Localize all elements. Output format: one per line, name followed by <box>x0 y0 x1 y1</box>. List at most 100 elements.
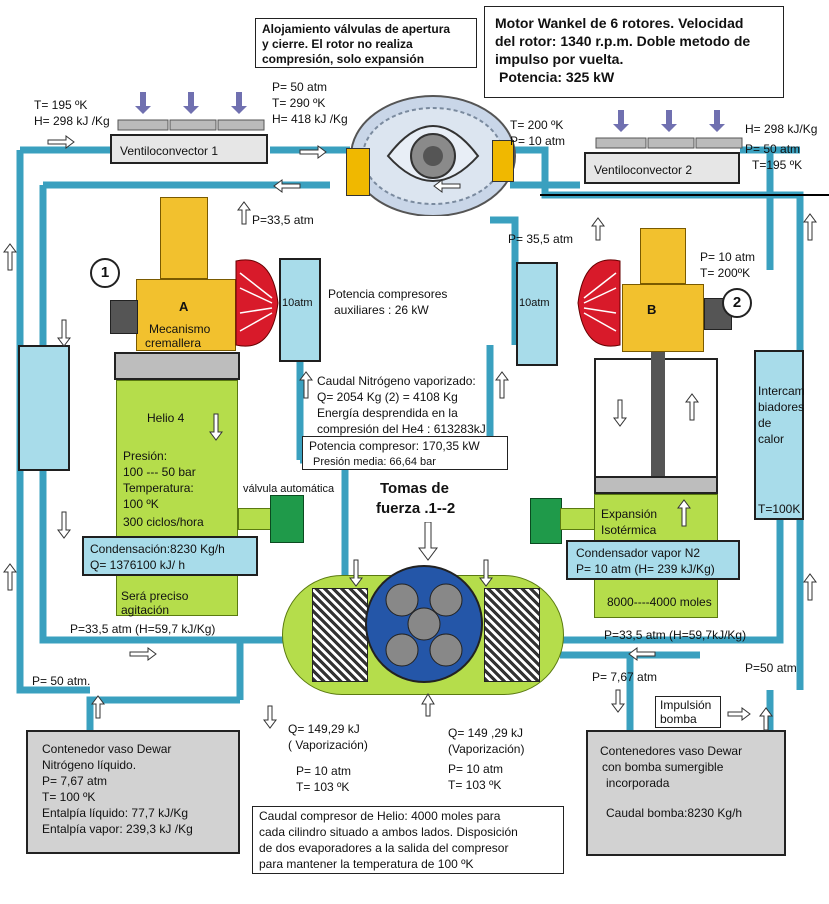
dewar-right-4: Caudal bomba:8230 Kg/h <box>606 806 743 820</box>
expansion-2: Isotérmica <box>601 523 657 537</box>
tank-10atm-left: 10atm <box>279 258 321 362</box>
rotor-in-temp: T= 290 ºK <box>272 96 326 110</box>
expansion-1: Expansión <box>601 507 658 521</box>
pipe-comp-left-down <box>300 456 349 580</box>
marker-1: 1 <box>90 258 120 288</box>
helio-range: 100 --- 50 bar <box>123 465 196 479</box>
ventilo2-fans <box>595 110 743 149</box>
impulsion-2: bomba <box>660 712 697 726</box>
ventilo2-pressure: P= 50 atm <box>745 142 801 156</box>
title-line-1: Motor Wankel de 6 rotores. Velocidad <box>495 15 744 31</box>
q-left-info: Q= 149,29 kJ ( Vaporización) P= 10 atm T… <box>282 718 420 806</box>
tomas-2: fuerza .1--2 <box>376 500 456 517</box>
helium-chamber-a: Helio 4 Presión: 100 --- 50 bar Temperat… <box>116 380 238 617</box>
intercam-4: calor <box>758 432 785 446</box>
cyl-a-mech-2: cremallera <box>145 336 202 350</box>
pipe-to-dewar-left <box>236 636 300 700</box>
title-line-4: Potencia: 325 kW <box>499 69 615 85</box>
nitrogen-line-2: Q= 2054 Kg (2) = 4108 Kg <box>317 390 458 404</box>
dewar-left-2: Nitrógeno líquido. <box>42 758 137 772</box>
right-pressure-label: P= 35,5 atm <box>508 232 574 246</box>
q-left-4: T= 103 ºK <box>296 780 350 794</box>
dewar-right-3: incorporada <box>606 776 670 790</box>
dewar-left-4: T= 100 ºK <box>42 790 96 804</box>
title-line-3: impulso por vuelta. <box>495 51 624 67</box>
dewar-left-1: Contenedor vaso Dewar <box>42 742 172 756</box>
cyl-a-letter: A <box>179 299 189 314</box>
evaporator-right <box>484 588 540 682</box>
condensador-2: P= 10 atm (H= 239 kJ/Kg) <box>576 562 715 576</box>
tank-10atm-right: 10atm <box>516 262 558 366</box>
condensation-box: Condensación:8230 Kg/h Q= 1376100 kJ/ h <box>82 536 258 576</box>
bottom-line-4: para mantener la temperatura de 100 ºK <box>259 857 474 871</box>
condensador-box: Condensador vapor N2 P= 10 atm (H= 239 k… <box>566 540 740 580</box>
agitacion-1: Será preciso <box>121 589 189 603</box>
dewar-right-2: con bomba sumergible <box>602 760 724 774</box>
valves-line-2: y cierre. El rotor no realiza <box>262 37 413 51</box>
ventilo2-enthalpy: H= 298 kJ/Kg <box>745 122 818 136</box>
piston-rod-b <box>640 228 686 284</box>
bottom-info-box: Caudal compresor de Helio: 4000 moles pa… <box>252 806 564 874</box>
intercam-2: biadores <box>758 400 805 414</box>
pipe-left-outer <box>16 150 90 694</box>
aux-power-1: Potencia compresores <box>328 287 448 301</box>
aux-power-2: auxiliares : 26 kW <box>334 303 429 317</box>
crank-a <box>110 300 138 334</box>
cylinder-a-mechanism: A Mecanismo cremallera <box>136 279 236 351</box>
valve-auto-right <box>530 498 562 544</box>
intercam-1: Intercam <box>758 384 805 398</box>
pipe-dewar-left-top <box>86 696 240 730</box>
valve-left-housing <box>346 148 370 196</box>
piston-rod-b-shaft <box>651 352 665 478</box>
right-state-pressure: P= 10 atm <box>700 250 756 264</box>
rotor-in-pressure: P= 50 atm <box>272 80 328 94</box>
rotor-out-pressure: P= 10 atm <box>510 134 566 148</box>
valves-box: Alojamiento válvulas de apertura y cierr… <box>255 18 477 68</box>
q-right-info: Q= 149 ,29 kJ (Vaporización) P= 10 atm T… <box>442 722 572 806</box>
impulsion-box: Impulsión bomba <box>655 696 721 728</box>
ventilo1-temp: T= 195 ºK <box>34 98 88 112</box>
bottom-line-3: de dos evaporadores a la salida del comp… <box>259 841 509 855</box>
p767-label: P= 7,67 atm <box>592 670 658 684</box>
valves-line-3: compresión, solo expansión <box>262 52 425 66</box>
intercam-3: de <box>758 416 772 430</box>
cyl-a-mech-1: Mecanismo <box>149 322 211 336</box>
moles-label: 8000----4000 moles <box>607 595 712 609</box>
helio-temperatura: Temperatura: <box>123 481 194 495</box>
pipe-left-inner-bottom <box>39 470 300 644</box>
piston-head-b <box>594 476 718 494</box>
impulsion-1: Impulsión <box>660 698 712 712</box>
turbine-a <box>235 259 279 347</box>
tomas-arrow <box>418 522 438 561</box>
dewar-right-1: Contenedores vaso Dewar <box>600 744 743 758</box>
wankel-rotor <box>350 95 516 216</box>
compressor-power-box: Potencia compresor: 170,35 kW Presión me… <box>302 436 508 470</box>
condensador-1: Condensador vapor N2 <box>576 546 701 560</box>
helio-presion: Presión: <box>123 449 168 463</box>
right-state-temp: T= 200ºK <box>700 266 751 280</box>
comp-power-1: Potencia compresor: 170,35 kW <box>309 439 480 453</box>
ventilo2-temp: T=195 ºK <box>752 158 803 172</box>
valve-auto-left <box>270 495 304 543</box>
p335-left: P=33,5 atm (H=59,7 kJ/Kg) <box>70 622 216 636</box>
piston-head-a <box>114 352 240 380</box>
dewar-left: Contenedor vaso Dewar Nitrógeno líquido.… <box>26 730 240 854</box>
nitrogen-line-1: Caudal Nitrógeno vaporizado: <box>317 374 476 388</box>
helio-cycles: 300 ciclos/hora <box>123 515 204 529</box>
atm10-left-label: 10atm <box>282 297 313 309</box>
dewar-right: Contenedores vaso Dewar con bomba sumerg… <box>586 730 786 856</box>
nitrogen-info: Caudal Nitrógeno vaporizado: Q= 2054 Kg … <box>307 370 517 438</box>
p50-left: P= 50 atm. <box>32 674 91 688</box>
q-left-1: Q= 149,29 kJ <box>288 722 360 736</box>
ventilo1-fans <box>117 92 265 131</box>
q-right-4: T= 103 ºK <box>448 778 502 792</box>
nitrogen-line-3: Energía desprendida en la <box>317 406 458 420</box>
valve-pipe-left <box>238 508 272 530</box>
cyl-b-letter: B <box>647 302 657 317</box>
condensacion-1: Condensación:8230 Kg/h <box>90 542 225 556</box>
valves-line-1: Alojamiento válvulas de apertura <box>262 22 451 36</box>
heat-exchanger: Intercam biadores de calor T=100K <box>754 350 805 520</box>
dewar-left-6: Entalpía vapor: 239,3 kJ /Kg <box>42 822 193 836</box>
dewar-left-5: Entalpía líquido: 77,7 kJ/Kg <box>42 806 189 820</box>
